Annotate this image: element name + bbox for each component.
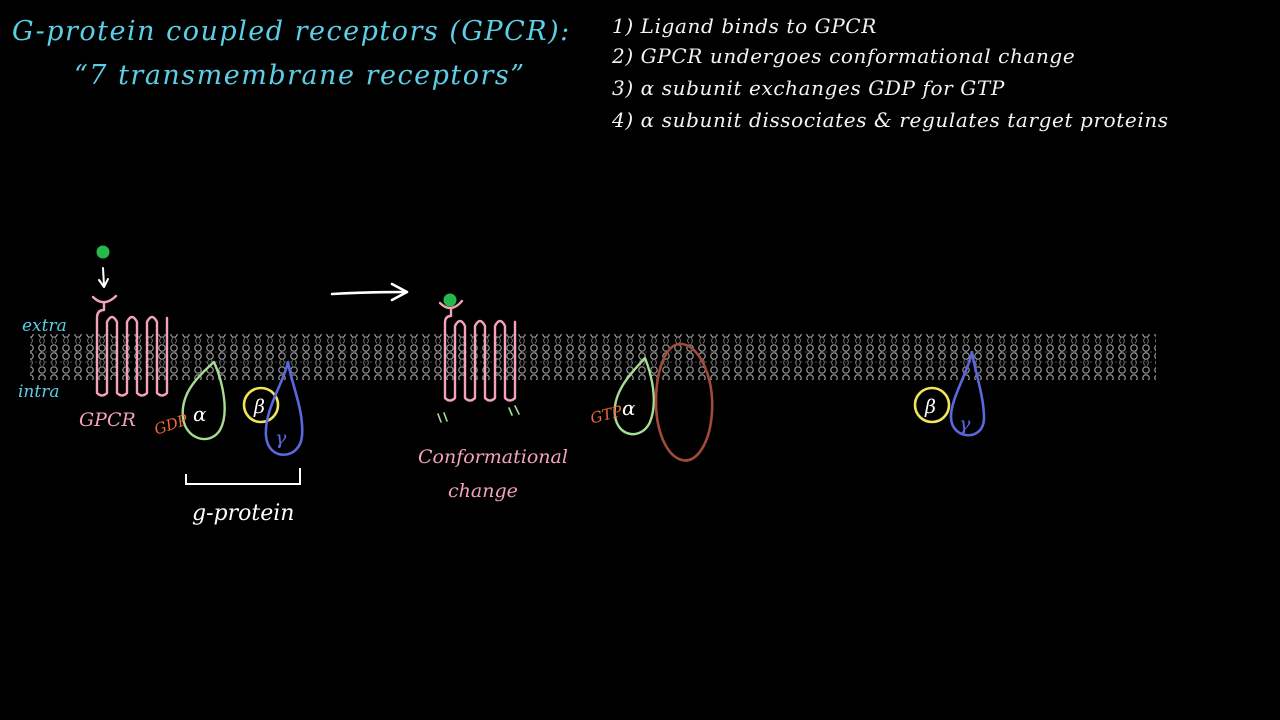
g-protein-bracket (185, 468, 301, 485)
step-3: 3) α subunit exchanges GDP for GTP (612, 76, 1005, 100)
beta-label: β (253, 396, 265, 418)
conformational-label: Conformational (418, 446, 568, 468)
active-gpcr-receptor (438, 299, 517, 402)
beta-subunit-free (913, 386, 951, 424)
g-protein-label: g-protein (192, 501, 294, 526)
step-2: 2) GPCR undergoes conformational change (612, 44, 1076, 68)
alpha-gtp-subunit (613, 356, 656, 436)
cell-membrane (30, 334, 1156, 380)
gamma-label: γ (275, 427, 287, 449)
ligand-binding-arrow-icon (98, 267, 109, 288)
step-1: 1) Ligand binds to GPCR (612, 14, 877, 38)
gpcr-label: GPCR (79, 409, 136, 431)
beta-subunit (242, 386, 280, 424)
gdp-label: GDP (152, 411, 191, 439)
transition-arrow-icon (330, 282, 409, 302)
extra-label: extra (22, 316, 67, 336)
bound-ligand (443, 293, 457, 307)
alpha-subunit (181, 360, 226, 441)
conformational-change-marks (437, 405, 520, 423)
beta-free-label: β (924, 396, 936, 418)
target-protein (654, 342, 714, 462)
step-4: 4) α subunit dissociates & regulates tar… (612, 108, 1169, 132)
intra-label: intra (18, 382, 59, 402)
page-title: G-protein coupled receptors (GPCR): (12, 16, 571, 47)
gamma-subunit (264, 360, 304, 457)
gpcr-receptor (91, 294, 169, 397)
gamma-subunit-free (949, 350, 986, 437)
alpha-label: α (193, 402, 207, 426)
gtp-label: GTP (589, 402, 625, 427)
change-label: change (448, 480, 518, 502)
alpha-gtp-label: α (622, 396, 636, 420)
page-subtitle: “7 transmembrane receptors” (74, 60, 526, 91)
gamma-free-label: γ (959, 413, 971, 435)
ligand (96, 245, 110, 259)
